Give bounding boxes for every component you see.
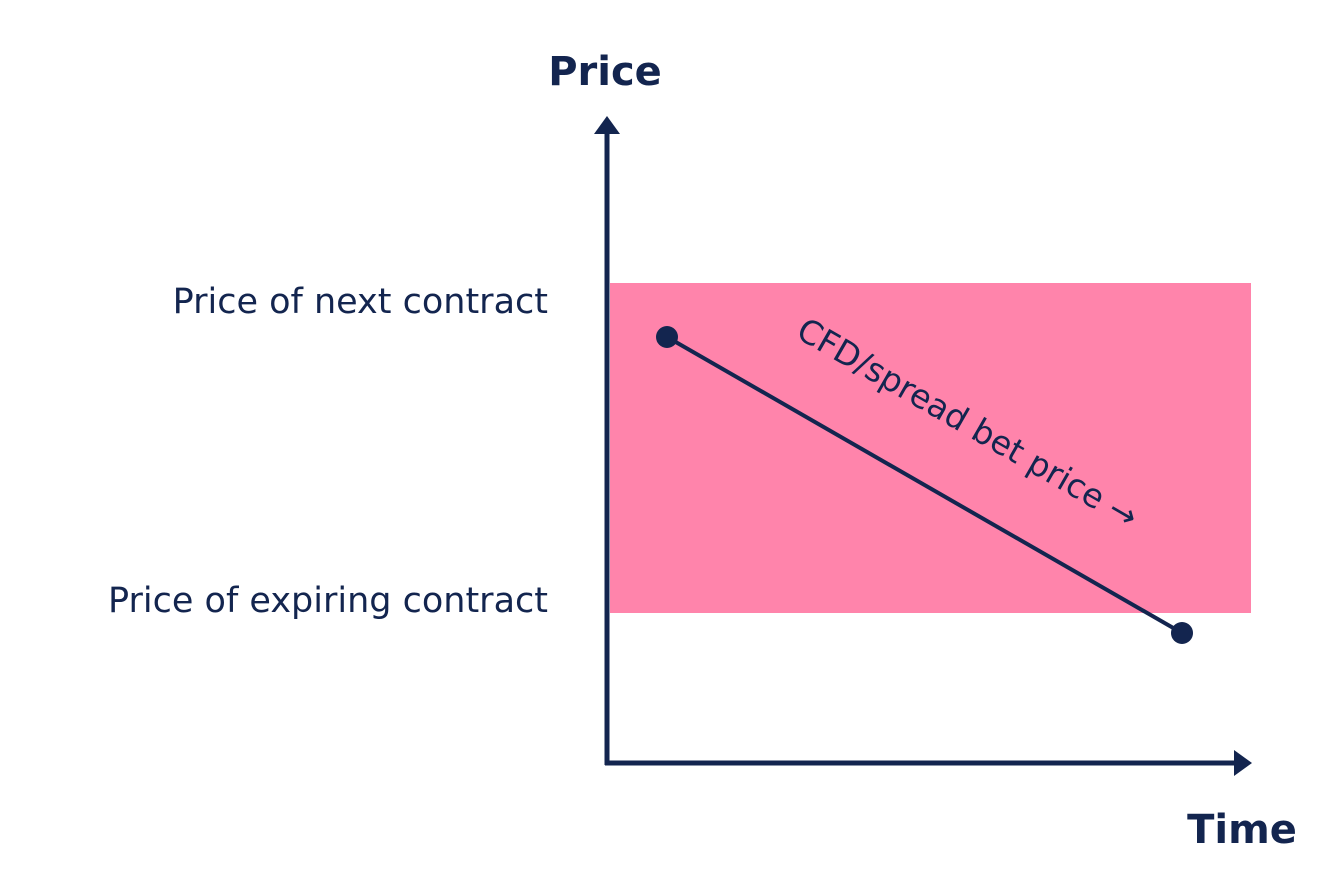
cfd-price-line: [666, 335, 1183, 635]
expiring-contract-label: Price of expiring contract: [108, 581, 548, 621]
x-axis-title: Time: [1187, 807, 1297, 853]
y-axis-arrowhead: [594, 116, 620, 134]
next-contract-label: Price of next contract: [173, 282, 548, 322]
price-spread-band: [610, 283, 1251, 613]
y-axis-title: Price: [548, 49, 662, 95]
line-end-point: [1171, 622, 1193, 644]
x-axis-arrowhead: [1234, 750, 1252, 776]
line-start-point: [656, 326, 678, 348]
